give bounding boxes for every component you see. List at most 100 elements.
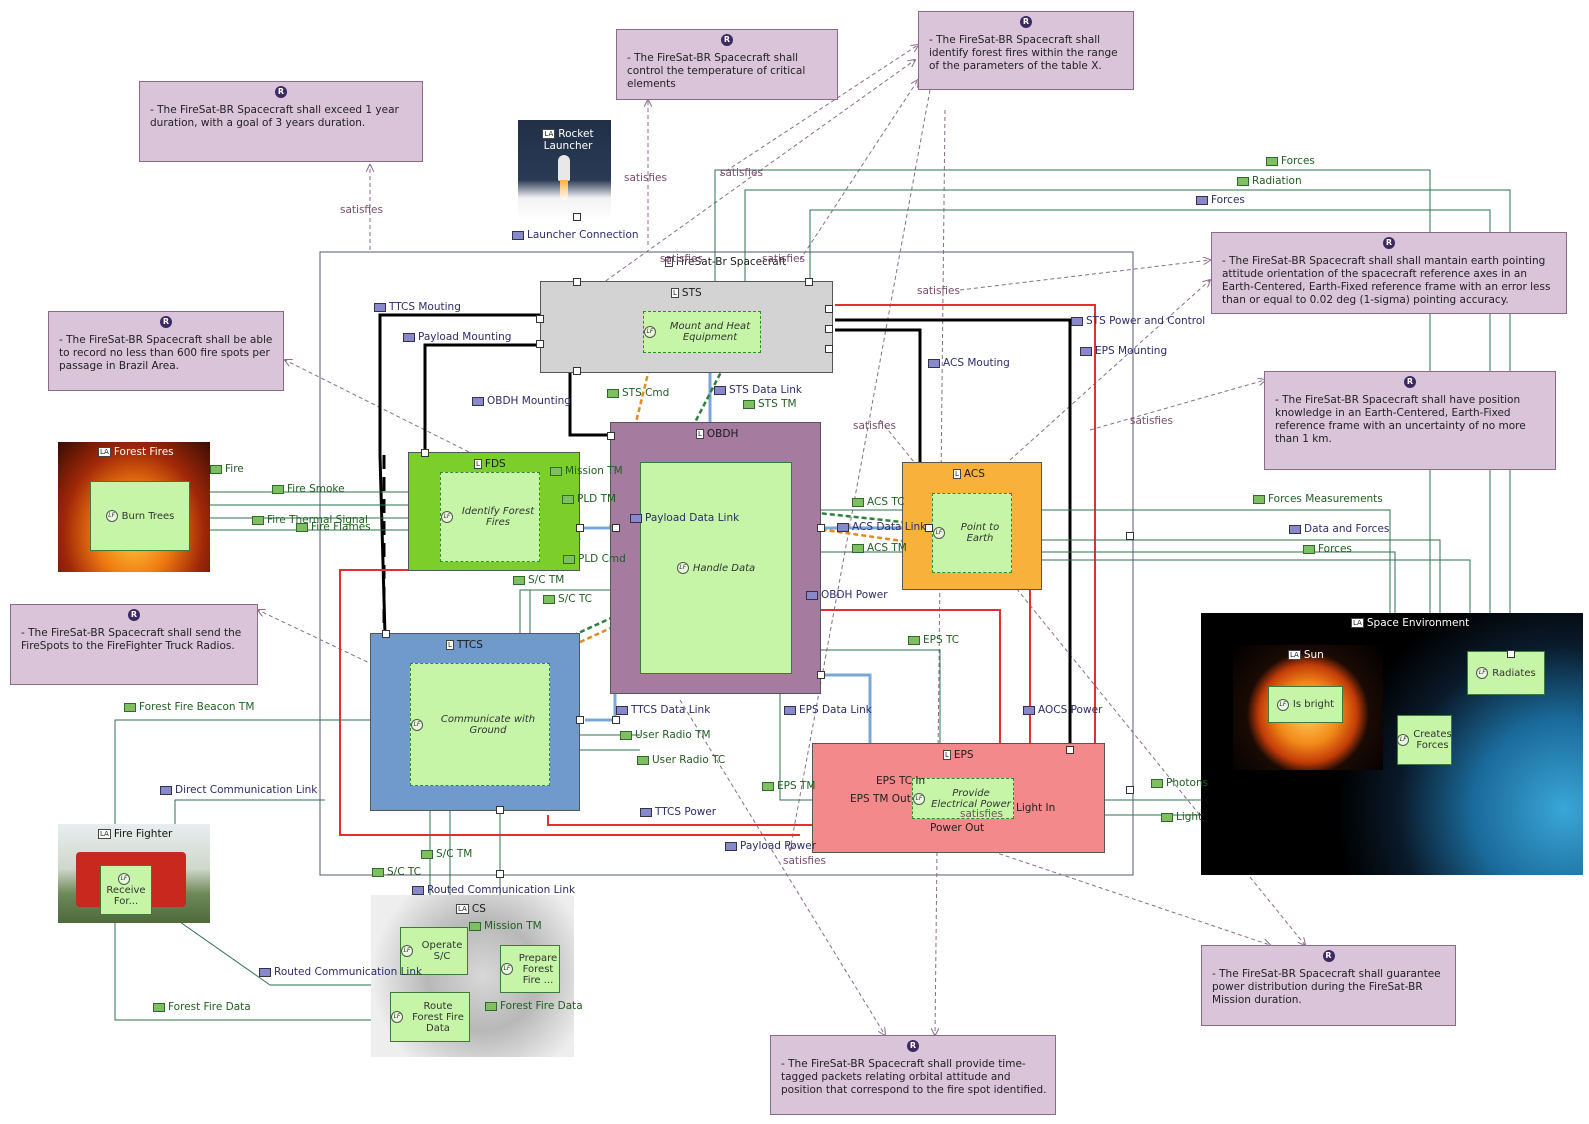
power-out-label: Power Out <box>930 822 985 834</box>
port[interactable] <box>1066 746 1074 754</box>
exchange-label: Launcher Connection <box>512 229 639 241</box>
port[interactable] <box>817 524 825 532</box>
requirement-text: - The FireSat-BR Spacecraft shall be abl… <box>59 334 273 372</box>
function-icon: LF <box>676 562 689 574</box>
port[interactable] <box>825 305 833 313</box>
exchange-label: EPS TC <box>908 634 959 646</box>
satisfies-label: satisfies <box>762 253 805 265</box>
exchange-label: S/C TM <box>421 848 472 860</box>
exchange-label: Direct Communication Link <box>160 784 317 796</box>
function-icon: LF <box>441 511 453 523</box>
rocket-flame <box>560 180 568 200</box>
port[interactable] <box>573 213 581 221</box>
requirement-text: - The FireSat-BR Spacecraft shall shall … <box>1222 255 1551 306</box>
exchange-label: Forest Fire Data <box>153 1001 251 1013</box>
port[interactable] <box>573 367 581 375</box>
rocket-icon <box>558 155 570 181</box>
port[interactable] <box>576 716 584 724</box>
port[interactable] <box>925 524 933 532</box>
eps-satisfies-label: satisfies <box>960 808 1003 820</box>
port[interactable] <box>612 716 620 724</box>
satisfies-label: satisfies <box>720 167 763 179</box>
exchange-label: S/C TC <box>372 866 421 878</box>
satisfies-label: satisfies <box>340 204 383 216</box>
requirement-position[interactable]: R- The FireSat-BR Spacecraft shall have … <box>1264 371 1556 470</box>
exchange-label: STS Cmd <box>607 387 669 399</box>
exchange-label: STS Power and Control <box>1071 315 1205 327</box>
exchange-label: User Radio TM <box>620 729 711 741</box>
port[interactable] <box>573 278 581 286</box>
exchange-label: ACS TM <box>852 542 907 554</box>
eps-tm-out-label: EPS TM Out <box>850 793 911 805</box>
requirement-record[interactable]: R- The FireSat-BR Spacecraft shall be ab… <box>48 311 284 391</box>
port[interactable] <box>607 432 615 440</box>
light-in-label: Light In <box>1016 802 1056 814</box>
exchange-label: Data and Forces <box>1289 523 1389 535</box>
port[interactable] <box>496 806 504 814</box>
exchange-label: OBDH Mounting <box>472 395 571 407</box>
requirement-duration[interactable]: R- The FireSat-BR Spacecraft shall excee… <box>139 81 423 162</box>
exchange-label: TTCS Mouting <box>374 301 461 313</box>
function-icon: LF <box>1276 698 1289 711</box>
port[interactable] <box>1507 650 1515 658</box>
port[interactable] <box>421 449 429 457</box>
port[interactable] <box>1126 532 1134 540</box>
exchange-label: EPS TM <box>762 780 815 792</box>
port[interactable] <box>817 671 825 679</box>
exchange-label: Forest Fire Beacon TM <box>124 701 254 713</box>
port[interactable] <box>805 278 813 286</box>
requirement-icon: R <box>275 86 287 98</box>
eps-tc-in-label: EPS TC In <box>876 775 926 787</box>
port[interactable] <box>382 630 390 638</box>
exchange-label: PLD Cmd <box>563 553 626 565</box>
exchange-label: TTCS Data Link <box>616 704 710 716</box>
port[interactable] <box>576 524 584 532</box>
port[interactable] <box>1126 786 1134 794</box>
exchange-label: Mission TM <box>550 465 623 477</box>
requirement-send[interactable]: R- The FireSat-BR Spacecraft shall send … <box>10 604 258 685</box>
requirement-temperature[interactable]: R- The FireSat-BR Spacecraft shall contr… <box>616 29 838 100</box>
port[interactable] <box>496 870 504 878</box>
exchange-label: AOCS Power <box>1023 704 1102 716</box>
requirement-text: - The FireSat-BR Spacecraft shall have p… <box>1275 394 1526 445</box>
port[interactable] <box>825 325 833 333</box>
requirement-icon: R <box>1020 16 1032 28</box>
port[interactable] <box>612 524 620 532</box>
requirement-pointing[interactable]: R- The FireSat-BR Spacecraft shall shall… <box>1211 232 1567 314</box>
exchange-label: Routed Communication Link <box>259 966 422 978</box>
exchange-label: User Radio TC <box>637 754 725 766</box>
spacecraft-boundary <box>319 251 1134 876</box>
requirement-identify[interactable]: R- The FireSat-BR Spacecraft shall ident… <box>918 11 1134 90</box>
requirement-power[interactable]: R- The FireSat-BR Spacecraft shall guara… <box>1201 945 1456 1026</box>
satisfies-label: satisfies <box>917 285 960 297</box>
port[interactable] <box>536 340 544 348</box>
requirement-packets[interactable]: R- The FireSat-BR Spacecraft shall provi… <box>770 1035 1056 1115</box>
exchange-label: Payload Mounting <box>403 331 511 343</box>
function-icon: LF <box>644 326 656 338</box>
requirement-text: - The FireSat-BR Spacecraft shall provid… <box>781 1058 1047 1096</box>
exchange-label: EPS Mounting <box>1080 345 1167 357</box>
port[interactable] <box>825 345 833 353</box>
port[interactable] <box>536 315 544 323</box>
